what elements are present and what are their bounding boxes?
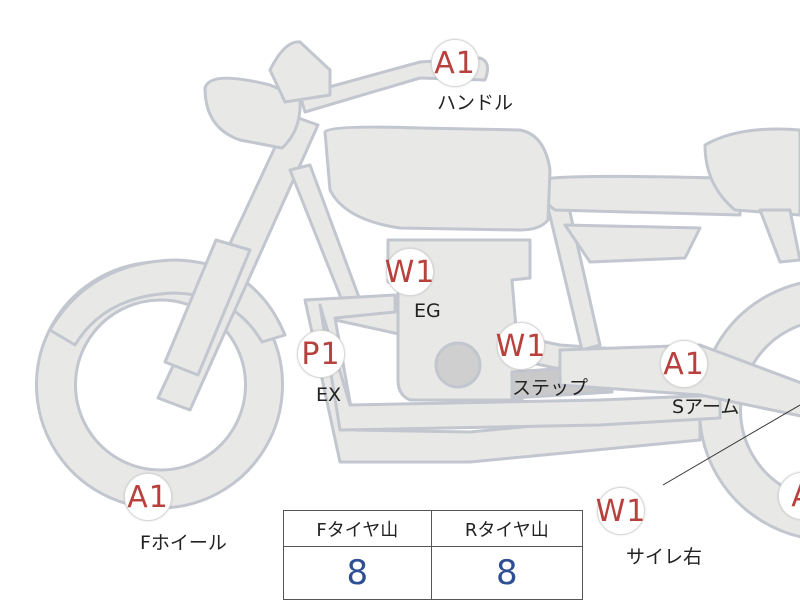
rear-tread-header: Rタイヤ山 [430, 511, 582, 547]
front-tread-value: 8 [346, 553, 369, 593]
step-marker: W1 [496, 322, 545, 370]
rear-wheel [698, 281, 800, 539]
front-tread-header: Fタイヤ山 [284, 511, 432, 547]
rear-cowl [703, 127, 800, 217]
tread-depth-table: Fタイヤ山 Rタイヤ山 8 8 [283, 510, 583, 600]
headlight [203, 76, 302, 150]
engine-label: EG [414, 300, 441, 322]
engine-marker: W1 [385, 248, 434, 296]
muffler-right-marker: W1 [596, 487, 645, 535]
exhaust-pipe-upper [318, 303, 722, 432]
seat [538, 174, 742, 217]
exhaust-label: EX [316, 384, 342, 406]
front-wheel-marker: A1 [124, 473, 172, 521]
handle-marker: A1 [431, 39, 479, 87]
exhaust-marker: P1 [297, 330, 345, 378]
swingarm-label: Sアーム [672, 396, 740, 418]
front-wheel-label: Fホイール [140, 532, 227, 554]
side-cover [563, 223, 702, 264]
fuel-tank [323, 125, 552, 232]
leader-line [662, 404, 800, 486]
rear-tread-value: 8 [430, 546, 582, 599]
fork-tube [163, 238, 252, 377]
frame-rear [543, 188, 602, 352]
handle-label: ハンドル [437, 92, 514, 114]
muffler-right-label: サイレ右 [626, 546, 703, 568]
step-label: ステップ [512, 377, 589, 399]
swingarm-marker: A1 [660, 340, 708, 388]
rear-frame [758, 208, 800, 264]
fork-top [268, 40, 332, 104]
